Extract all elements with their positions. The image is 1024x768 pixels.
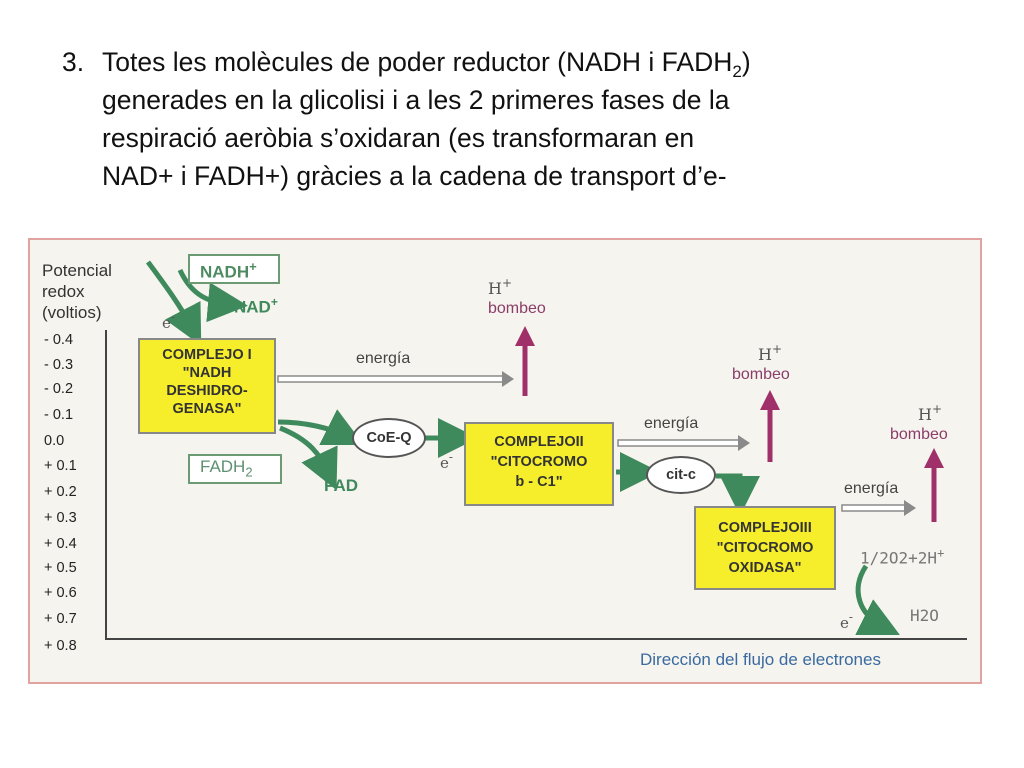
complex1-to-coeq-arrow	[277, 409, 364, 445]
y-axis-line	[105, 330, 107, 640]
heading-number: 3.	[62, 47, 85, 77]
cytochrome-c-node: cit-c	[646, 456, 716, 494]
heading-line-2: generades en la glicolisi i a les 2 prim…	[102, 85, 730, 115]
heading-line-1-end: )	[741, 47, 751, 77]
x-axis-label: Dirección del flujo de electrones	[640, 650, 881, 669]
proton-sup: +	[501, 276, 513, 290]
energy-label-3: energía	[844, 480, 899, 497]
y-axis-label-line: (voltios)	[42, 303, 102, 322]
water-label: H2O	[910, 606, 939, 625]
complex-1-line: GENASA"	[172, 401, 242, 417]
proton-text: H	[758, 345, 772, 364]
complex-3: COMPLEJOIII "CITOCROMO OXIDASA"	[694, 506, 836, 590]
heading-line-3: respiració aeròbia s’oxidaran (es transf…	[102, 123, 695, 153]
electron-transport-diagram: Potencial redox (voltios) - 0.4 - 0.3 - …	[28, 238, 982, 684]
energy-arrow-2	[617, 435, 750, 451]
y-tick: - 0.4	[44, 332, 74, 348]
y-tick: + 0.8	[44, 638, 77, 654]
electron-label-1: e-	[162, 310, 175, 332]
bombeo-label-1: bombeo	[488, 300, 546, 317]
y-tick: 0.0	[44, 433, 65, 449]
oxygen-to-water-arrow	[855, 564, 900, 635]
nad-release-arrow	[177, 268, 248, 323]
energy-label-1: energía	[356, 350, 411, 367]
complex-2-line: COMPLEJOII	[494, 434, 584, 450]
y-tick: - 0.1	[44, 407, 74, 423]
proton-label-1: H+	[488, 276, 512, 298]
electron-text: e	[840, 614, 849, 632]
y-tick: + 0.5	[44, 560, 77, 576]
nadh-electron-arrow	[145, 260, 202, 346]
diagram-arrows	[145, 260, 944, 635]
complex-3-line: COMPLEJOIII	[718, 520, 812, 536]
bombeo-label-3: bombeo	[890, 426, 948, 443]
proton-text: H	[488, 279, 502, 298]
y-tick: - 0.3	[44, 357, 74, 373]
complex-1-line: "NADH	[182, 365, 232, 381]
nad-text: NAD	[234, 297, 271, 317]
heading-line-1-sub: 2	[732, 62, 742, 81]
electron-sup: -	[170, 310, 175, 324]
proton-text: H	[918, 405, 932, 424]
complex-1-line: COMPLEJO I	[162, 347, 252, 363]
heading-line-1: Totes les molècules de poder reductor (N…	[102, 44, 751, 80]
complex-2-line: "CITOCROMO	[490, 454, 588, 470]
oxygen-formula-sup: +	[937, 546, 945, 560]
fadh2-label: FADH	[200, 457, 246, 476]
y-tick: - 0.2	[44, 381, 74, 397]
y-tick: + 0.1	[44, 458, 77, 474]
nadh-box: NADH+	[188, 254, 280, 284]
y-axis-label: Potencial redox (voltios)	[42, 260, 112, 323]
y-tick: + 0.2	[44, 484, 77, 500]
bombeo-label-2: bombeo	[732, 366, 790, 383]
heading-line-4: NAD+ i FADH+) gràcies a la cadena de tra…	[102, 161, 727, 191]
energy-arrow-1	[277, 371, 514, 387]
proton-label-2: H+	[758, 342, 782, 364]
complex-3-line: "CITOCROMO	[716, 540, 814, 556]
electron-sup: -	[848, 610, 853, 624]
electron-label-2: e-	[440, 450, 453, 472]
complex-1: COMPLEJO I "NADH DESHIDRO- GENASA"	[138, 338, 276, 434]
fadh2-sub: 2	[245, 464, 253, 480]
y-tick: + 0.3	[44, 510, 77, 526]
x-axis-line	[105, 638, 967, 640]
complex-3-line: OXIDASA"	[728, 560, 802, 576]
coenzyme-q-node: CoE-Q	[352, 418, 426, 458]
y-axis-label-line: redox	[42, 282, 85, 301]
complex-2-line: b - C1"	[515, 474, 563, 490]
citc-to-complex3-arrow	[716, 473, 760, 516]
nadh-sup: +	[249, 259, 257, 274]
y-axis-label-line: Potencial	[42, 261, 112, 280]
energy-label-2: energía	[644, 415, 699, 432]
electron-label-3: e-	[840, 610, 853, 632]
fad-label: FAD	[324, 476, 358, 495]
complex-2: COMPLEJOII "CITOCROMO b - C1"	[464, 422, 614, 506]
y-tick: + 0.7	[44, 611, 77, 627]
energy-arrow-3	[841, 500, 916, 516]
proton-sup: +	[771, 342, 783, 356]
electron-text: e	[440, 454, 449, 472]
y-tick: + 0.4	[44, 536, 77, 552]
fadh2-box: FADH2	[188, 454, 282, 484]
heading-line-1-text: Totes les molècules de poder reductor (N…	[102, 47, 733, 77]
nad-label: NAD+	[234, 295, 278, 318]
y-tick: + 0.6	[44, 585, 77, 601]
complex-1-line: DESHIDRO-	[166, 383, 248, 399]
oxygen-formula-text: 1/2O2+2H	[860, 548, 938, 568]
nad-sup: +	[270, 295, 278, 309]
proton-sup: +	[931, 402, 943, 416]
proton-label-3: H+	[918, 402, 942, 424]
electron-sup: -	[448, 450, 453, 464]
electron-text: e	[162, 314, 171, 332]
oxygen-formula: 1/2O2+2H+	[860, 546, 944, 567]
fad-release-arrow	[279, 425, 338, 491]
nadh-label: NADH	[200, 262, 250, 282]
